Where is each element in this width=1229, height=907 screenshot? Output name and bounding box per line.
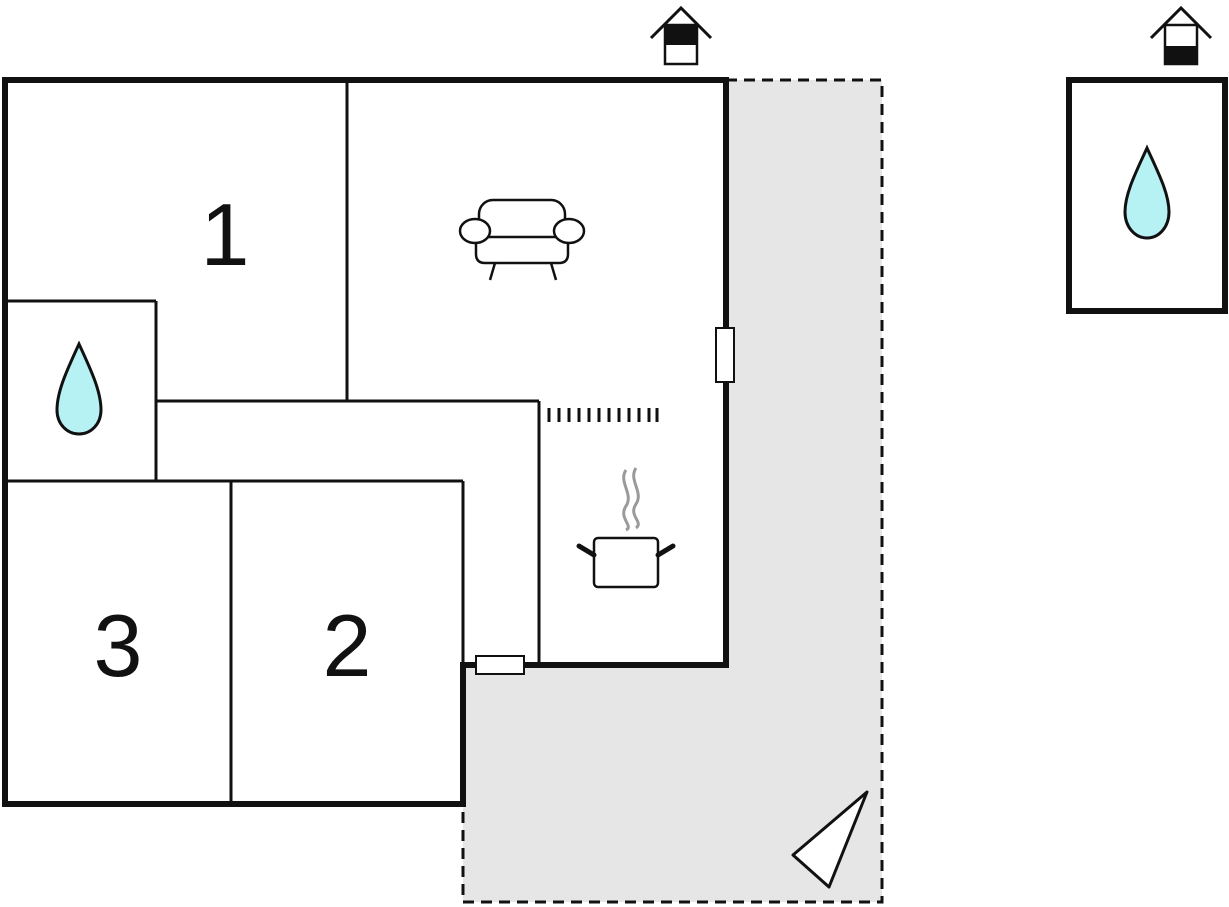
floor-level-icon — [649, 5, 713, 66]
water-drop-icon — [55, 340, 103, 436]
room-number-3: 3 — [94, 596, 143, 695]
sofa-icon — [458, 198, 586, 281]
room-number-2: 2 — [323, 596, 372, 695]
window-south — [475, 655, 525, 675]
interior-walls — [5, 80, 541, 804]
window-east — [715, 327, 735, 383]
water-drop-icon — [1123, 144, 1171, 240]
room-number-1: 1 — [201, 185, 250, 284]
wedge-icon — [791, 790, 869, 889]
cooking-pot-icon — [576, 467, 676, 589]
floor-level-icon — [1149, 5, 1213, 66]
radiator-icon — [547, 408, 659, 422]
